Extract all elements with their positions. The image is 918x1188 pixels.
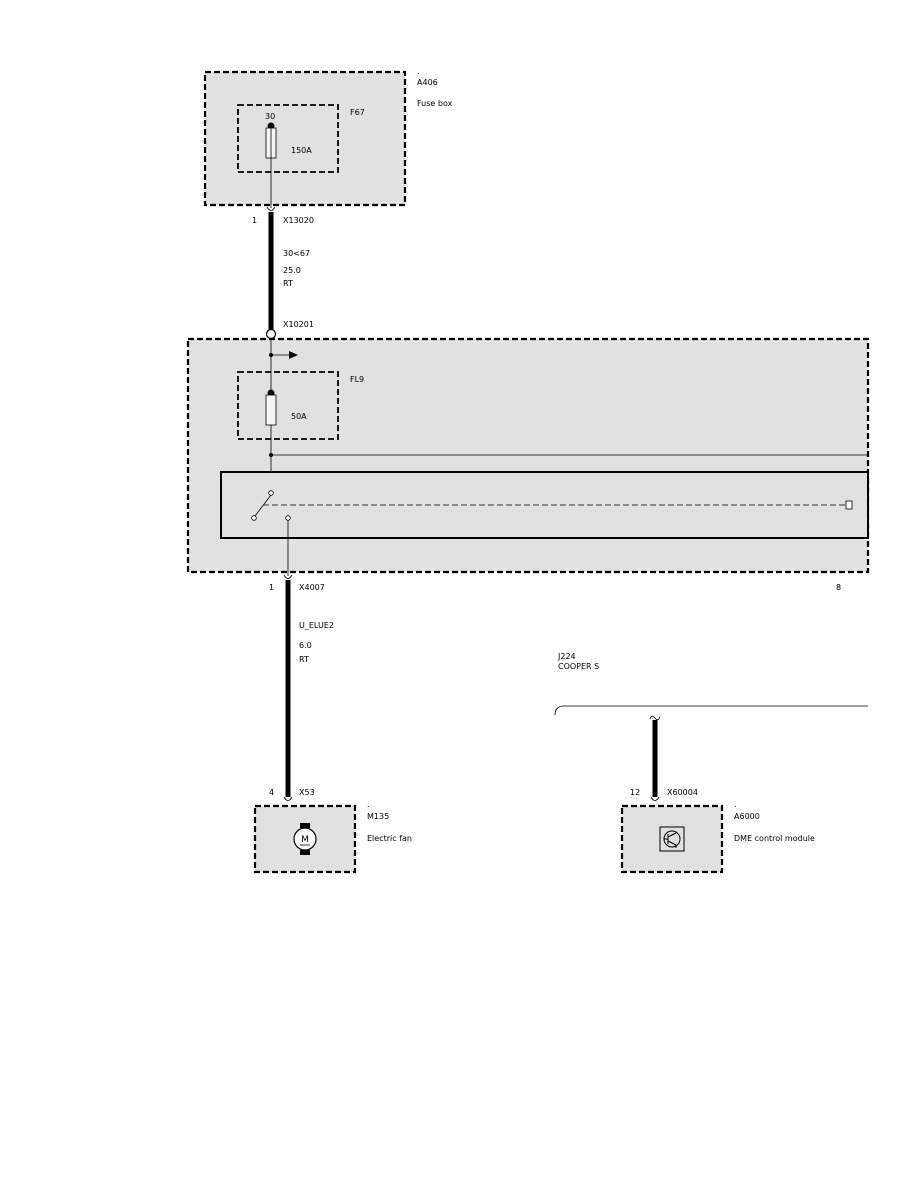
connector-x60004: 12 X60004: [630, 788, 698, 801]
wire-30-67: 30<67 25.0 RT: [268, 212, 310, 330]
option-code: J224: [557, 652, 576, 661]
fuse-f67-frame: [237, 104, 339, 173]
m135-dot: .: [367, 800, 370, 809]
fuse-box-a406: . A406 Fuse box F67 30 150A: [203, 67, 453, 208]
wire2-signal: U_ELUE2: [299, 621, 334, 630]
a6000-id: A6000: [734, 812, 760, 821]
fl9-rating: 50A: [291, 412, 307, 421]
x53-pin: 4: [269, 788, 274, 797]
relay-switch-contact: [254, 494, 272, 517]
dme-control-module-a6000: . A6000 DME control module: [620, 800, 815, 874]
option-bracket-j224: J224 COOPER S: [554, 652, 868, 716]
junction-module: FL9 50A: [186, 337, 870, 576]
connector-x10201: X10201: [265, 320, 314, 340]
m135-id: M135: [367, 812, 389, 821]
x60004-id: X60004: [667, 788, 698, 797]
wire1-signal: 30<67: [283, 249, 310, 258]
connector-x13020: 1 X13020: [252, 206, 314, 225]
connector-x4007: 1 X4007 8: [269, 574, 841, 592]
x13020-id: X13020: [283, 216, 314, 225]
motor-icon: [293, 827, 317, 851]
f67-pin: 30: [265, 112, 275, 121]
x10201-id: X10201: [283, 320, 314, 329]
electric-fan-m135: M . M135 Electric fan: [253, 800, 412, 874]
x4007-pin-right: 8: [836, 583, 841, 592]
transistor-icon: [659, 826, 685, 852]
option-label: COOPER S: [558, 662, 599, 671]
branch-arrow-icon: [289, 351, 298, 359]
wire2-color: RT: [299, 655, 309, 664]
x60004-pin: 12: [630, 788, 640, 797]
a406-desc: Fuse box: [417, 99, 453, 108]
x4007-pin: 1: [269, 583, 274, 592]
a6000-desc: DME control module: [734, 834, 815, 843]
wire1-gauge: 25.0: [283, 266, 301, 275]
m135-desc: Electric fan: [367, 834, 412, 843]
a406-id: A406: [417, 78, 438, 87]
connector-x53: 4 X53: [269, 788, 315, 801]
a6000-dot: .: [734, 800, 737, 809]
relay-coil-icon: [845, 500, 853, 510]
x4007-id: X4007: [299, 583, 325, 592]
wire2-gauge: 6.0: [299, 641, 312, 650]
fuse-fl9-frame: [237, 371, 339, 440]
wire-dme: [649, 715, 661, 797]
wire1-color: RT: [283, 279, 293, 288]
wire-u-elue2: U_ELUE2 6.0 RT: [285, 580, 334, 797]
fl9-id: FL9: [350, 375, 364, 384]
f67-rating: 150A: [291, 146, 312, 155]
fuse-fl9-icon: [265, 394, 277, 426]
f67-id: F67: [350, 108, 365, 117]
a406-dot: .: [417, 67, 420, 76]
x53-id: X53: [299, 788, 315, 797]
motor-symbol: M: [301, 835, 309, 845]
x13020-pin: 1: [252, 216, 257, 225]
